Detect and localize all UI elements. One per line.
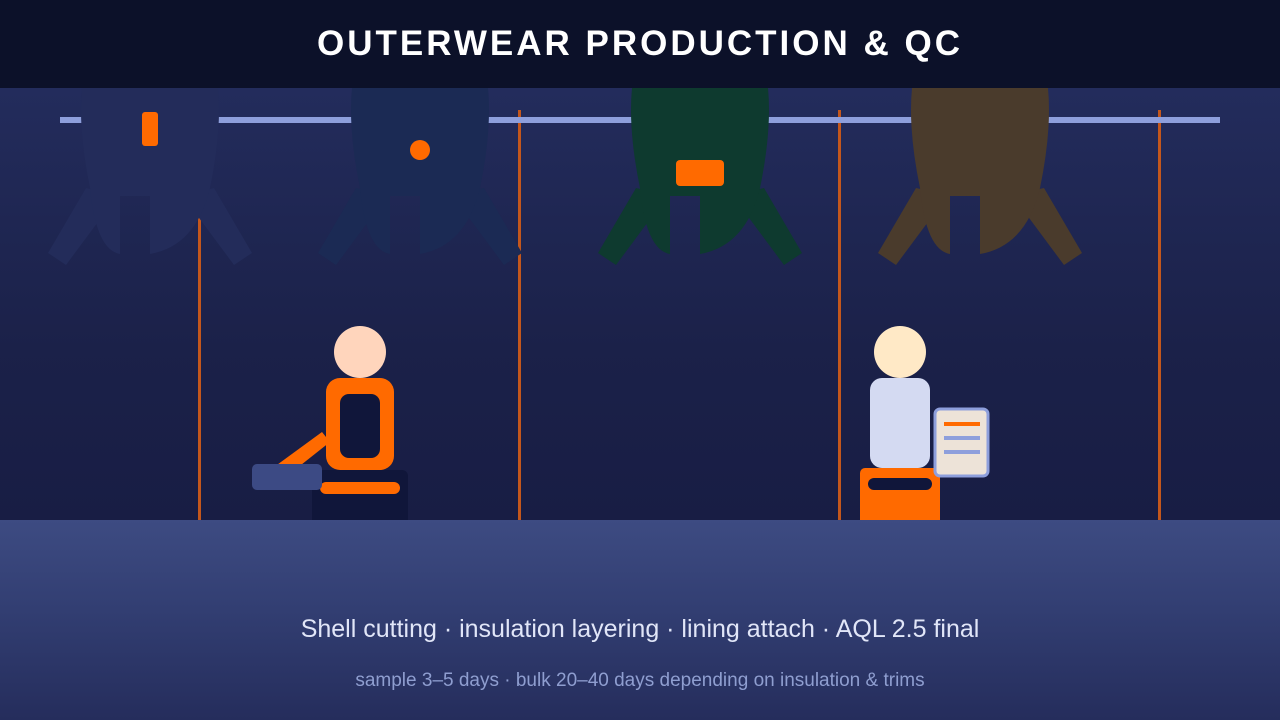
jacket-icon	[598, 88, 802, 265]
rack-post	[838, 110, 841, 520]
header-bar: OUTERWEAR PRODUCTION & QC	[0, 0, 1280, 88]
jacket-tag	[142, 112, 158, 146]
worker-icon	[252, 326, 408, 520]
inspector-head	[874, 326, 926, 378]
production-scene	[0, 88, 1280, 520]
inspector-seat-slot	[868, 478, 932, 490]
jacket-tag	[676, 160, 724, 186]
rack-post	[1158, 110, 1161, 520]
scene-illustration	[48, 88, 1220, 520]
fabric-roll	[252, 464, 322, 490]
clipboard-icon	[933, 407, 990, 478]
page-title: OUTERWEAR PRODUCTION & QC	[316, 24, 964, 63]
lead-time-caption: sample 3–5 days · bulk 20–40 days depend…	[355, 670, 925, 691]
jacket-tag	[410, 140, 430, 160]
rack-posts	[198, 110, 1161, 520]
worker-head	[334, 326, 386, 378]
floor	[0, 520, 1280, 720]
process-caption: Shell cutting · insulation layering · li…	[300, 615, 980, 643]
inspector-icon	[860, 326, 990, 520]
jacket-icon	[318, 88, 522, 265]
worker-belt	[320, 482, 400, 494]
jacket-icon	[48, 88, 252, 265]
inspector-seat	[860, 468, 940, 520]
jacket-icon	[878, 88, 1082, 265]
inspector-body	[870, 378, 930, 468]
rack-post	[518, 110, 521, 520]
worker-seat	[312, 470, 408, 520]
rack-post	[198, 110, 201, 520]
worker-apron	[340, 394, 380, 458]
